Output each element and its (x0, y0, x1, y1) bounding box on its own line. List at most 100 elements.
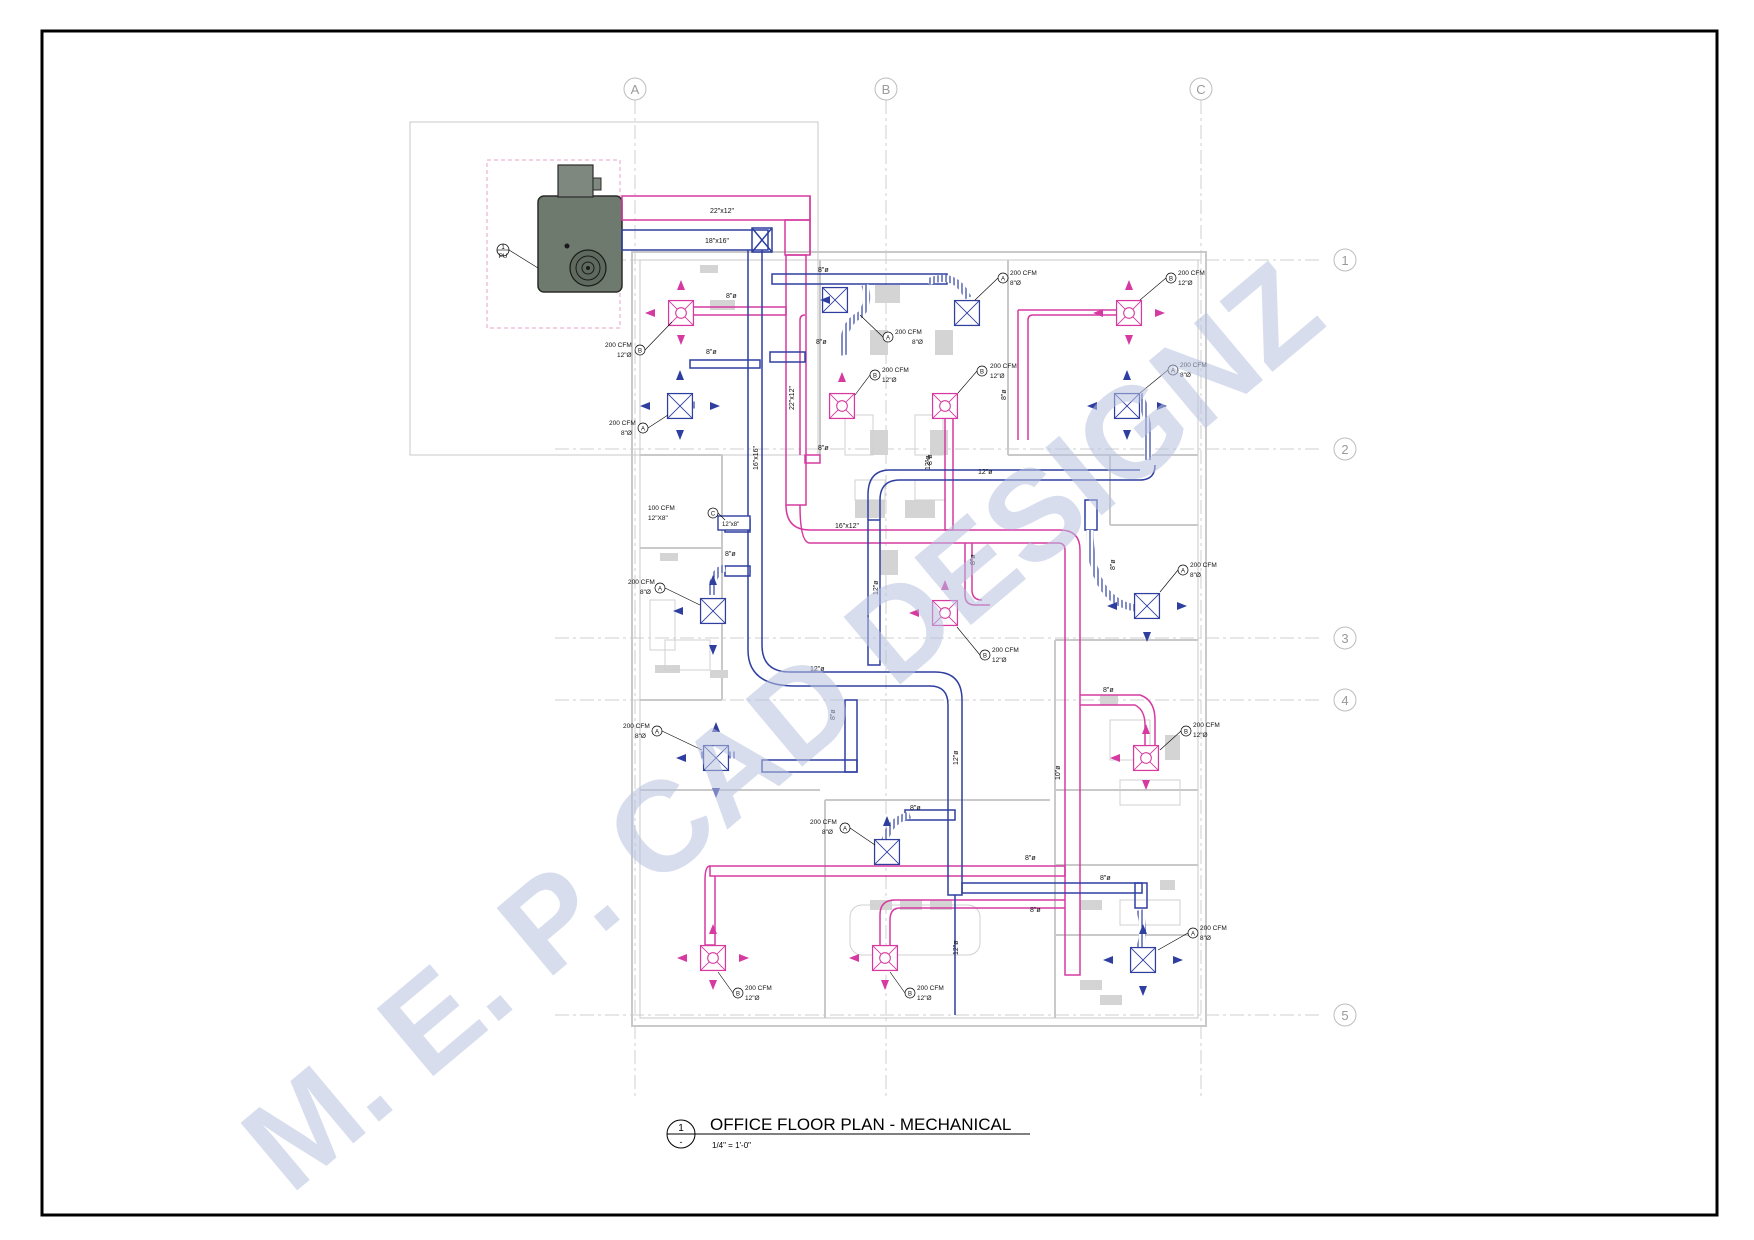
duct-label: 12"ø (925, 455, 932, 470)
tag-size: 12"Ø (1178, 280, 1193, 287)
duct-size-labels: 22"x12" 18"x16" 22"x12" 16"x12" 16"x16" … (705, 208, 1117, 955)
air-device-tag: 200 CFM 8"Ø A (810, 819, 876, 846)
grid-label-col-b: B (882, 82, 891, 97)
tag-cfm: 200 CFM (810, 819, 837, 826)
tag-cfm: 100 CFM (648, 505, 675, 512)
tag-size: 8"Ø (621, 430, 632, 437)
grid-label-row-1: 1 (1341, 253, 1348, 268)
tag-cfm: 200 CFM (609, 420, 636, 427)
return-ductwork (621, 195, 1156, 976)
duct-label: 18"x16" (705, 238, 730, 245)
tag-cfm: 200 CFM (992, 647, 1019, 654)
equipment-tag-label: PU (499, 254, 507, 260)
return-air-arrows (645, 280, 1165, 990)
supply-air-arrows (640, 296, 1187, 996)
grid-label-col-c: C (1196, 82, 1205, 97)
tag-type: A (886, 336, 890, 342)
duct-label: 12"ø (978, 469, 993, 476)
air-device-tag: 200 CFM 8"Ø A (1139, 362, 1207, 394)
tag-size: 12"Ø (745, 995, 760, 1002)
air-device-tag: 200 CFM 8"Ø A (609, 414, 669, 437)
grid-bubble-row-2: 2 (1333, 437, 1357, 461)
tag-size: 12"Ø (882, 377, 897, 384)
return-grille-icon (1115, 299, 1143, 327)
tag-size: 8"Ø (1180, 372, 1191, 379)
air-device-tag: 200 CFM 12"Ø B (957, 363, 1017, 394)
tag-cfm: 200 CFM (990, 363, 1017, 370)
tag-type: B (873, 374, 877, 380)
duct-label: 8"ø (725, 551, 736, 558)
tag-size: 8"Ø (1190, 572, 1201, 579)
return-grille-icon (871, 944, 899, 972)
supply-ductwork (621, 227, 1156, 1015)
return-grille-c (717, 515, 751, 531)
tag-type: A (1171, 369, 1175, 375)
tag-size: 12"Ø (990, 373, 1005, 380)
grid-label-row-4: 4 (1341, 693, 1348, 708)
duct-label: 8"ø (1030, 907, 1041, 914)
tag-type: B (908, 992, 912, 998)
title-sheet-ref: - (680, 1137, 683, 1147)
air-device-tag: 200 CFM 12"Ø B (717, 971, 772, 1002)
grid-bubble-col-b: B (874, 77, 898, 101)
duct-label: 16"x12" (835, 523, 860, 530)
tag-type: B (983, 654, 987, 660)
tag-cfm: 200 CFM (605, 342, 632, 349)
supply-diffuser-icon (953, 299, 981, 327)
tag-type: A (641, 427, 645, 433)
duct-label: 16"x16" (753, 445, 760, 470)
tag-cfm: 200 CFM (1193, 722, 1220, 729)
duct-label: 8"ø (816, 339, 827, 346)
duct-label: 8"ø (706, 349, 717, 356)
grid-bubble-col-c: C (1189, 77, 1213, 101)
air-device-tag: 100 CFM 12"X8" C (648, 505, 726, 522)
duct-label: 8"ø (910, 805, 921, 812)
tag-size: 12"Ø (617, 352, 632, 359)
supply-diffuser-icon (699, 597, 727, 625)
equipment-tag-pu: 1 PU (496, 243, 539, 269)
grid-bubble-row-4: 4 (1333, 688, 1357, 712)
duct-label: 8"ø (726, 293, 737, 300)
grid-label-col-a: A (631, 82, 640, 97)
tag-cfm: 200 CFM (623, 723, 650, 730)
air-device-tag: 200 CFM 12"Ø B (956, 626, 1019, 664)
tag-cfm: 200 CFM (745, 985, 772, 992)
drawing-title-block: 1 - OFFICE FLOOR PLAN - MECHANICAL 1/4" … (666, 1115, 1030, 1150)
tag-type: A (1191, 932, 1195, 938)
furniture-outlines (649, 414, 1181, 956)
title-number: 1 (678, 1123, 684, 1134)
building-walls (409, 121, 1207, 1027)
tag-size: 12"Ø (917, 995, 932, 1002)
air-device-tag: 200 CFM 8"Ø A (1159, 562, 1217, 593)
supply-diffuser-icon (873, 838, 901, 866)
duct-label: 8"ø (927, 454, 934, 465)
supply-diffuser-icon (1129, 946, 1157, 974)
tag-size: 8"Ø (912, 339, 923, 346)
grid-bubble-col-a: A (623, 77, 647, 101)
return-grille-icon (828, 392, 856, 420)
air-device-tag: 200 CFM 12"Ø B (1159, 722, 1220, 751)
watermark: M. E. P. CAD DESIGNZ (217, 236, 1348, 1217)
drawing-scale: 1/4" = 1'-0" (712, 1141, 751, 1150)
duct-label: 12"x8" (722, 522, 739, 528)
tag-type: A (1181, 569, 1185, 575)
tag-type: A (658, 587, 662, 593)
tag-size: 12"Ø (992, 657, 1007, 664)
duct-label: 10"ø (1055, 765, 1062, 780)
duct-label: 8"ø (818, 267, 829, 274)
watermark-text: M. E. P. CAD DESIGNZ (217, 236, 1348, 1217)
return-grille-icon (1132, 744, 1160, 772)
tag-type: B (736, 992, 740, 998)
tag-type: A (655, 730, 659, 736)
tag-cfm: 200 CFM (1190, 562, 1217, 569)
tag-cfm: 200 CFM (628, 579, 655, 586)
grid-label-row-5: 5 (1341, 1008, 1348, 1023)
tag-type: B (980, 370, 984, 376)
duct-label: 8"ø (1001, 389, 1008, 400)
air-device-tag: 200 CFM 8"Ø A (859, 314, 923, 346)
tag-type: A (1001, 277, 1005, 283)
tag-type: B (1184, 730, 1188, 736)
tag-size: 12"X8" (648, 515, 668, 522)
tag-type: B (638, 349, 642, 355)
